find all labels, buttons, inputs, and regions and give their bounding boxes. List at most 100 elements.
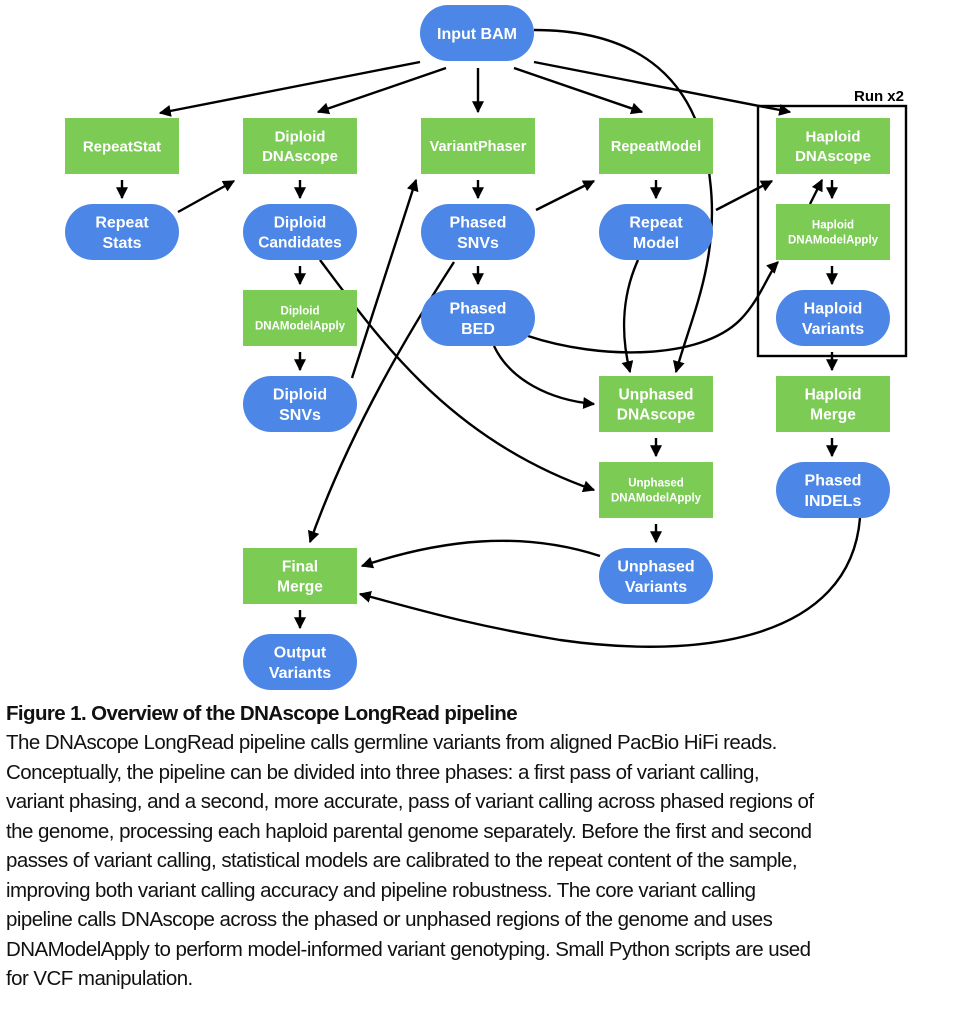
node-label: INDELs — [805, 493, 862, 510]
edge-phased-indels-to-final-merge — [358, 517, 862, 648]
caption-line: passes of variant calling, statistical m… — [6, 849, 798, 872]
node-label: Variants — [802, 321, 864, 338]
node-repeatmodel: RepeatModel — [599, 118, 713, 174]
caption-title: Figure 1. Overview of the DNAscope LongR… — [6, 702, 518, 725]
data-node-shape — [65, 204, 179, 260]
group-layer: Run x2 — [756, 88, 908, 358]
node-label: DNAModelApply — [788, 235, 879, 247]
edge-phased-snvs-to-final-merge — [307, 261, 456, 544]
caption-line: variant phasing, and a second, more accu… — [6, 790, 814, 813]
node-repeatstat: RepeatStat — [65, 118, 179, 174]
process-node-shape — [243, 118, 357, 174]
node-label: Input BAM — [437, 26, 517, 43]
process-node-shape — [599, 462, 713, 518]
data-node-shape — [599, 548, 713, 604]
node-label: Candidates — [258, 235, 342, 252]
node-label: Haploid — [806, 129, 861, 146]
node-label: DNAModelApply — [611, 493, 702, 505]
process-node-shape — [599, 118, 713, 174]
node-repeat-model: RepeatModel — [599, 204, 713, 260]
node-label: Diploid — [275, 129, 326, 146]
node-label: DNAModelApply — [255, 321, 346, 333]
node-label: SNVs — [457, 235, 499, 252]
edge-phased-snvs-to-repeatmodel — [535, 179, 596, 212]
node-label: Repeat — [95, 214, 149, 231]
edge-input-bam-to-repeatmodel — [513, 66, 644, 115]
caption-line: Conceptually, the pipeline can be divide… — [6, 760, 760, 784]
node-label: RepeatModel — [611, 139, 701, 155]
node-label: Final — [282, 559, 318, 576]
node-label: Output — [274, 644, 327, 661]
edge-repeat-model-to-haploid-dnascope — [715, 179, 774, 212]
process-node-shape — [776, 376, 890, 432]
process-node-shape — [776, 118, 890, 174]
node-label: Stats — [102, 235, 141, 252]
node-label: DNAscope — [262, 148, 338, 165]
node-label: BED — [461, 321, 495, 338]
caption-line: The DNAscope LongRead pipeline calls ger… — [6, 731, 777, 754]
node-label: DNAscope — [795, 148, 871, 165]
process-node-shape — [65, 118, 179, 174]
node-input-bam: Input BAM — [420, 5, 534, 61]
data-node-shape — [243, 376, 357, 432]
process-node-shape — [243, 290, 357, 346]
node-label: Unphased — [619, 387, 694, 404]
node-label: VariantPhaser — [430, 139, 527, 155]
figure-caption: Figure 1. Overview of the DNAscope LongR… — [6, 700, 965, 994]
node-label: Phased — [450, 300, 507, 317]
edge-haploid-loop-arrow — [808, 178, 824, 205]
edge-repeat-model-to-unphased-dnascope — [621, 259, 640, 374]
node-label: Variants — [269, 665, 331, 682]
run-x2-group-box — [756, 104, 908, 358]
run-x2-label: Run x2 — [854, 88, 904, 105]
node-label: Diploid — [274, 215, 327, 232]
edge-phased-bed-to-haploid-dnascope — [527, 261, 779, 354]
edge-input-bam-to-repeatstat — [158, 60, 421, 117]
node-label: Diploid — [273, 386, 327, 403]
node-label: Variants — [625, 579, 687, 596]
data-node-shape — [776, 290, 890, 346]
caption-line: the genome, processing each haploid pare… — [6, 819, 812, 843]
node-label: RepeatStat — [83, 138, 161, 155]
process-node-shape — [421, 118, 535, 174]
node-label: Haploid — [804, 300, 863, 317]
node-label: Haploid — [805, 387, 862, 404]
data-node-shape — [776, 462, 890, 518]
pipeline-diagram: Run x2 Input BAMRepeatStatDiploidDNAscop… — [65, 5, 908, 690]
node-label: Haploid — [812, 220, 854, 232]
node-variantphaser: VariantPhaser — [421, 118, 535, 174]
caption-line: pipeline calls DNAscope across the phase… — [6, 908, 773, 931]
node-label: Model — [633, 235, 679, 252]
edge-phased-bed-to-unphased-dnascope — [492, 345, 596, 409]
caption-line: for VCF manipulation. — [6, 967, 193, 990]
node-label: Unphased — [628, 478, 684, 490]
nodes-layer: Input BAMRepeatStatDiploidDNAscopeVarian… — [65, 5, 890, 690]
data-node-shape — [599, 204, 713, 260]
process-node-shape — [599, 376, 713, 432]
node-label: Phased — [805, 472, 862, 489]
edge-input-bam-to-diploid-dnascope — [316, 66, 447, 115]
caption-body: The DNAscope LongRead pipeline calls ger… — [6, 728, 965, 994]
edge-diploid-snvs-to-variantphaser — [350, 178, 419, 379]
caption-line: improving both variant calling accuracy … — [6, 878, 756, 902]
node-label: Merge — [810, 407, 856, 424]
data-node-shape — [243, 634, 357, 690]
node-label: Unphased — [617, 558, 694, 575]
node-label: SNVs — [279, 407, 321, 424]
edge-repeat-stats-to-diploid-dnascope — [177, 179, 236, 214]
data-node-shape — [420, 5, 534, 61]
process-node-shape — [243, 548, 357, 604]
